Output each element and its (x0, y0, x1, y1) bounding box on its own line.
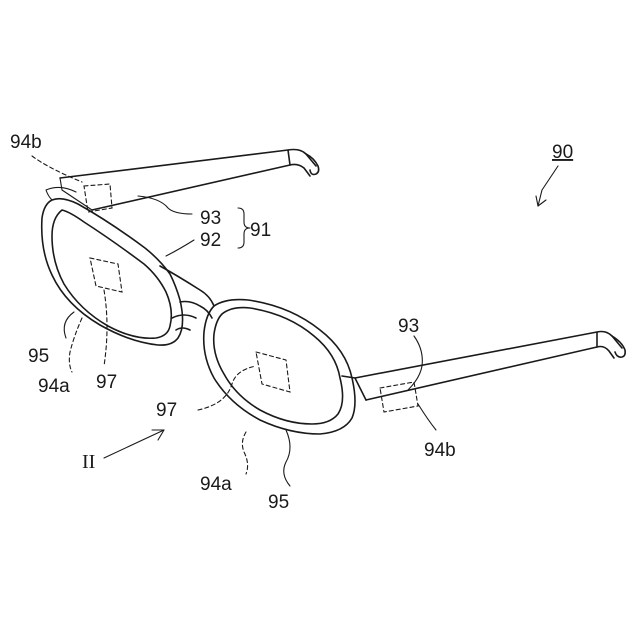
label-view-II: II (82, 451, 95, 473)
right-rim (204, 300, 355, 434)
left-temple (60, 150, 319, 211)
label-94b-right: 94b (424, 440, 456, 461)
label-94a-left: 94a (38, 376, 70, 397)
display-area-left (90, 258, 122, 292)
display-area-right (256, 352, 290, 392)
label-93-right: 93 (398, 316, 419, 337)
label-97-left: 97 (96, 372, 117, 393)
label-93-top: 93 (200, 208, 221, 229)
label-92: 92 (200, 230, 221, 251)
label-90: 90 (552, 142, 573, 163)
temple-box-right (380, 382, 418, 412)
label-91: 91 (250, 220, 271, 241)
label-94b-left: 94b (10, 132, 42, 153)
label-97-right: 97 (156, 400, 177, 421)
label-95-right: 95 (268, 492, 289, 513)
right-temple (342, 332, 625, 401)
label-94a-right: 94a (200, 474, 232, 495)
label-95-left: 95 (28, 346, 49, 367)
